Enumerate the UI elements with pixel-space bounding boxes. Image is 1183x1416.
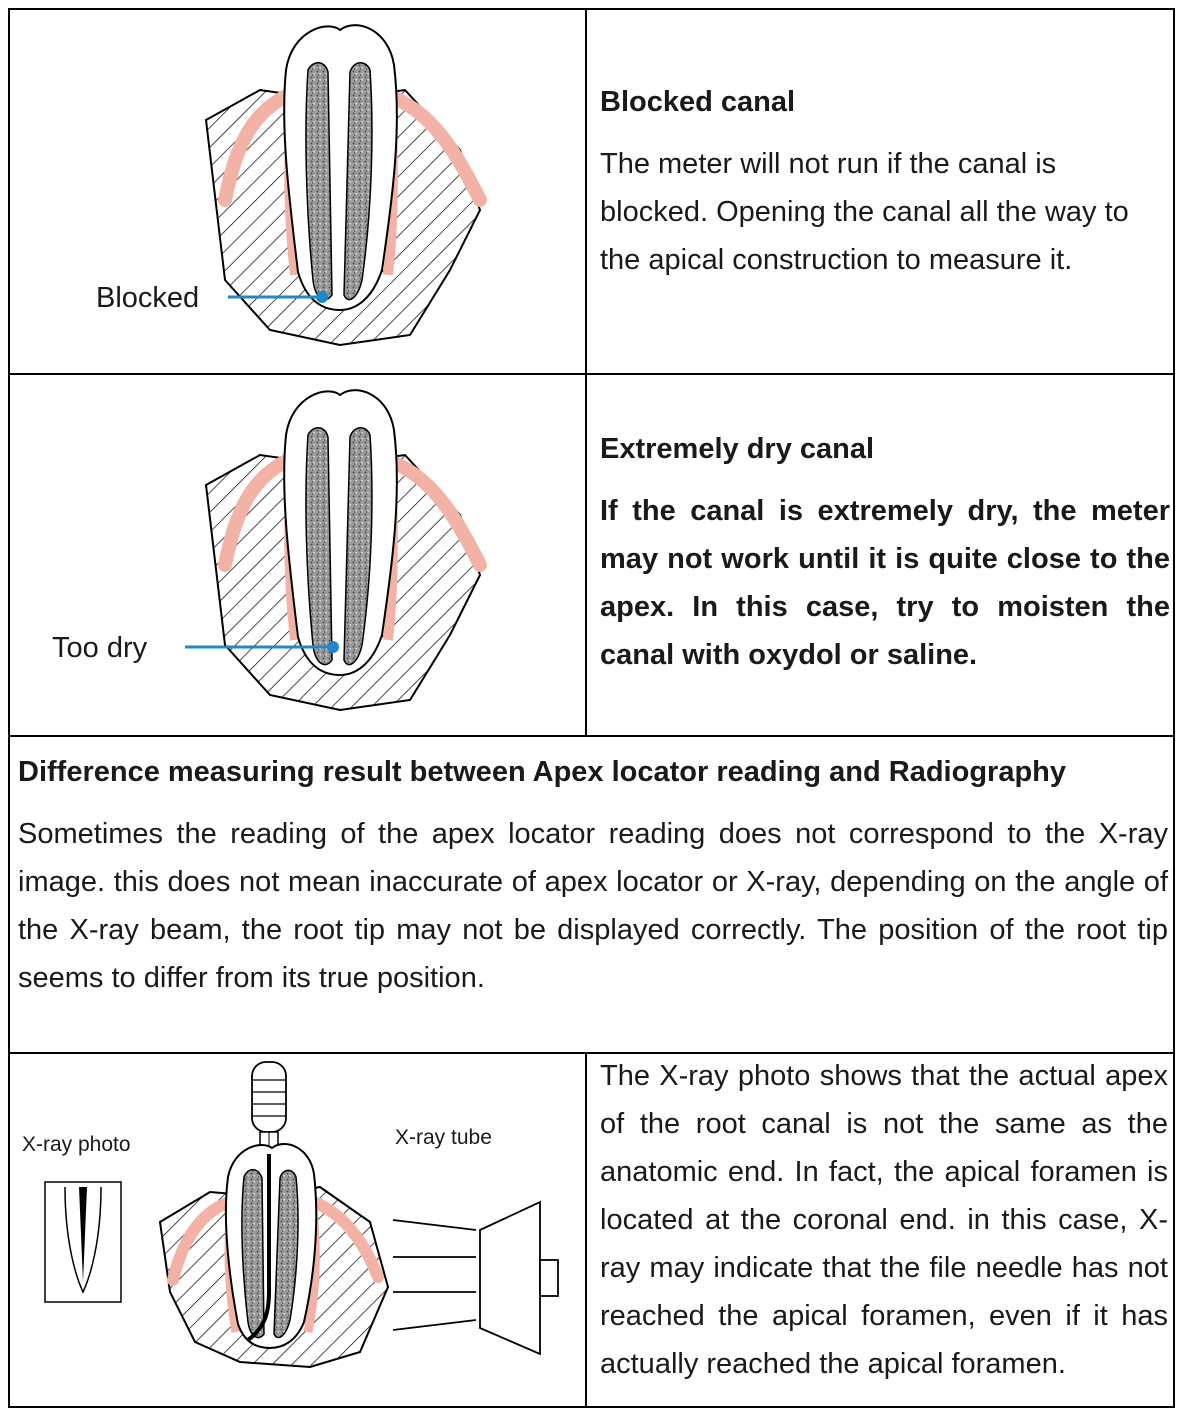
dry-canal-title: Extremely dry canal [600,432,1170,467]
blocked-label: Blocked [96,282,199,314]
blocked-canal-text: The meter will not run if the canal is b… [600,140,1165,284]
difference-title: Difference measuring result between Apex… [18,755,1168,790]
column-divider [585,10,587,735]
dry-canal-text: If the canal is extremely dry, the meter… [600,487,1170,679]
xray-tube-label: X-ray tube [395,1126,492,1149]
dry-canal-illustration: Too dry [10,375,583,730]
difference-section: Difference measuring result between Apex… [18,755,1168,1002]
dry-label: Too dry [52,632,148,664]
column-divider [585,1052,587,1408]
blocked-canal-section: Blocked canal The meter will not run if … [600,85,1165,284]
xray-text: The X-ray photo shows that the actual ap… [600,1052,1168,1388]
xray-section: The X-ray photo shows that the actual ap… [600,1052,1168,1388]
xray-tube [480,1202,540,1354]
row-divider [10,735,1173,737]
difference-text: Sometimes the reading of the apex locato… [18,810,1168,1002]
blocked-canal-title: Blocked canal [600,85,1165,120]
dry-canal-section: Extremely dry canal If the canal is extr… [600,432,1170,679]
xray-photo-label: X-ray photo [22,1133,131,1156]
xray-illustration: X-ray photo X-ray tube [10,1052,583,1406]
blocked-canal-illustration: Blocked [10,10,583,370]
file-handle [252,1062,286,1132]
